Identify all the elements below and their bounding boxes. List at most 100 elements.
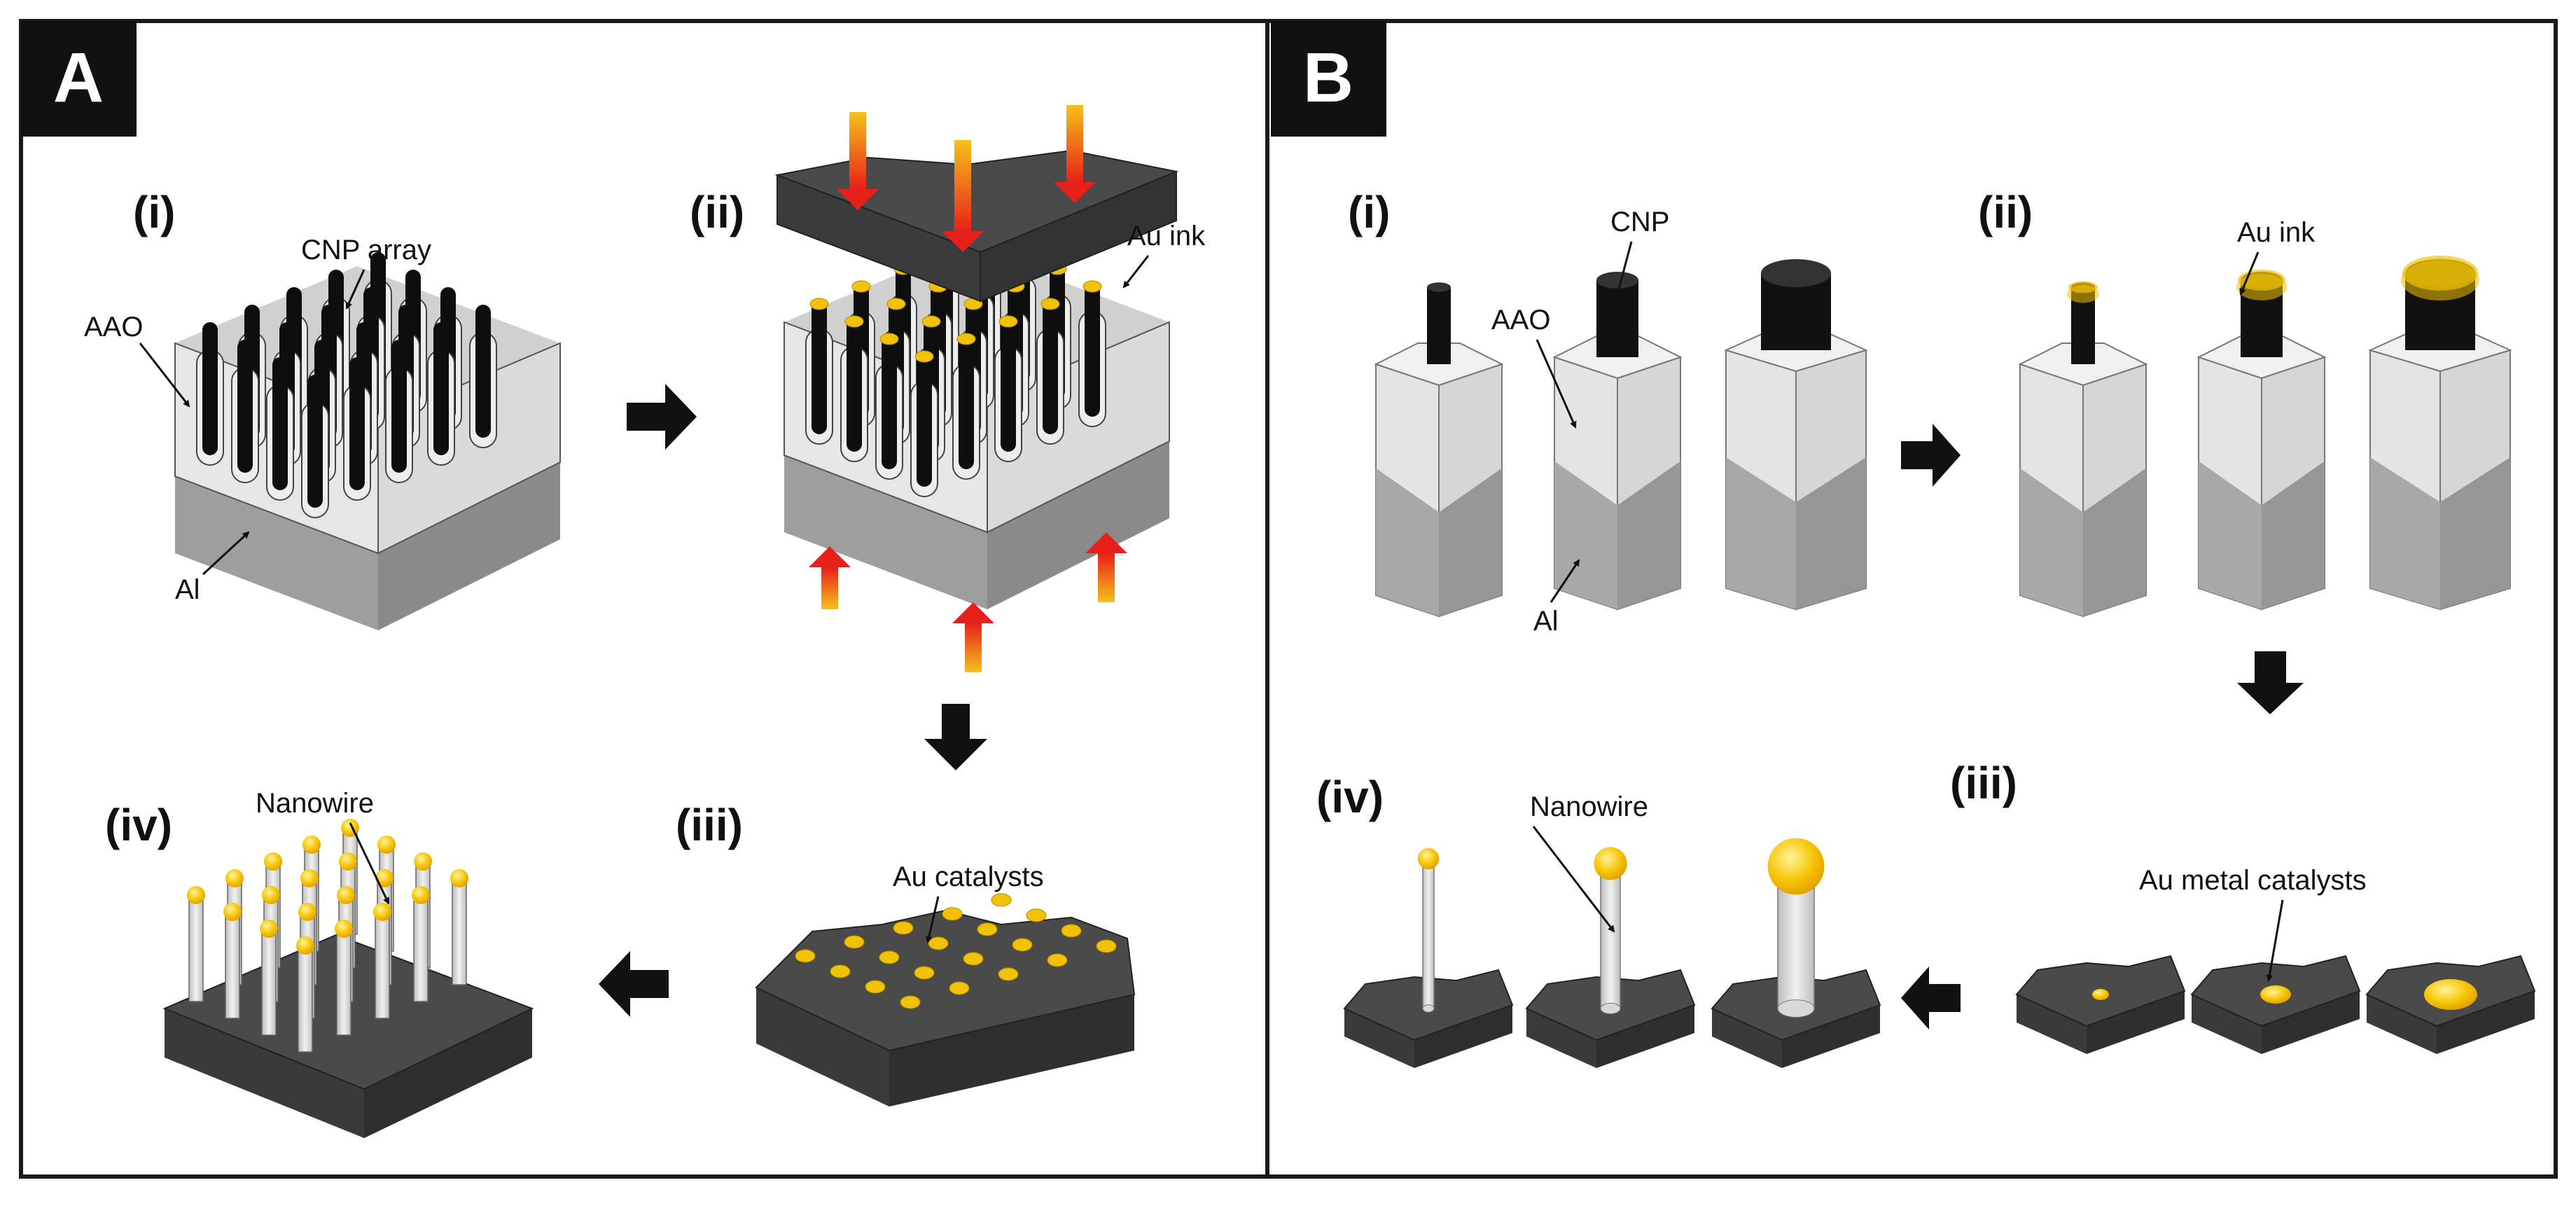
b-pore-columns bbox=[1374, 256, 2512, 618]
a-step-iv-label: (iv) bbox=[105, 800, 172, 850]
au-metal-catalyst bbox=[2424, 979, 2477, 1010]
heat-arrow-shaft bbox=[1066, 105, 1083, 182]
au-ink-cap bbox=[2238, 270, 2285, 291]
al-base-right bbox=[1617, 461, 1680, 609]
a-nanowire-pointer bbox=[349, 822, 390, 905]
substrate-right bbox=[1782, 1005, 1880, 1068]
al-base-left bbox=[2199, 461, 2262, 609]
heat-arrow-head bbox=[809, 546, 851, 567]
b-catalyst-and-wires bbox=[1343, 838, 2536, 1068]
a-step-ii-diagram bbox=[774, 149, 1179, 609]
panel-b-letter-box bbox=[1271, 21, 1386, 137]
heat-arrow-shaft bbox=[849, 112, 866, 189]
heat-arrow-head bbox=[1054, 182, 1096, 203]
au-catalyst-dot bbox=[1096, 939, 1117, 953]
cnp-pillar bbox=[237, 340, 253, 473]
au-catalyst-tip bbox=[375, 869, 394, 887]
substrate-right bbox=[1414, 1005, 1512, 1068]
al-base-right bbox=[2083, 468, 2146, 616]
nanowire bbox=[336, 929, 351, 1036]
au-ink-cap bbox=[2402, 256, 2478, 291]
cnp-column bbox=[1427, 287, 1451, 364]
b-nanowire-pointer bbox=[1532, 826, 1615, 933]
au-catalyst-tip bbox=[412, 886, 430, 904]
cnp-top bbox=[1427, 282, 1451, 292]
au-catalyst-tip bbox=[302, 836, 321, 854]
au-ink-tip bbox=[914, 350, 934, 363]
a-arrow-right-icon bbox=[627, 384, 697, 450]
au-metal-catalyst bbox=[2260, 985, 2291, 1004]
a-step-iii-label: (iii) bbox=[676, 800, 743, 850]
cnp-pillar bbox=[1085, 284, 1100, 417]
cnp-pillar bbox=[272, 357, 288, 490]
substrate-right bbox=[2262, 991, 2360, 1054]
al-base-right bbox=[2262, 461, 2325, 609]
a-arrow-left-icon bbox=[599, 951, 669, 1017]
au-metal-catalyst bbox=[2092, 989, 2109, 1000]
heat-arrow-head bbox=[952, 602, 994, 623]
b-step-iv-label: (iv) bbox=[1316, 772, 1384, 822]
au-catalyst-tip bbox=[187, 886, 205, 904]
substrate-left bbox=[2017, 994, 2087, 1054]
substrate-left bbox=[1344, 1009, 1414, 1068]
au-catalyst-tip bbox=[298, 903, 316, 921]
au-ink-tip bbox=[998, 315, 1018, 328]
au-ink-tip bbox=[844, 315, 864, 328]
nanowire-array bbox=[187, 819, 468, 1053]
au-catalyst-dot bbox=[900, 995, 921, 1009]
nanowire bbox=[261, 929, 277, 1036]
au-catalyst-dot bbox=[893, 921, 914, 935]
a-step-i-label: (i) bbox=[133, 187, 175, 237]
nanowire-base bbox=[1777, 999, 1815, 1018]
cnp-pillar bbox=[1001, 319, 1016, 452]
al-base-left bbox=[1726, 457, 1796, 609]
cnp-pillar bbox=[917, 354, 932, 487]
cnp-pillar bbox=[433, 322, 449, 455]
panel-b-frame bbox=[1265, 19, 2558, 1179]
heat-arrows bbox=[809, 105, 1127, 672]
nanowire-base bbox=[1600, 1002, 1621, 1015]
al-base-right bbox=[1796, 457, 1866, 609]
b-cnp-label: CNP bbox=[1610, 207, 1669, 237]
nanowire bbox=[298, 946, 313, 1053]
al-base-left bbox=[1376, 468, 1439, 616]
a-step-i-diagram bbox=[174, 252, 561, 630]
a-cnp-pointer bbox=[345, 269, 365, 310]
au-catalyst-tip bbox=[339, 852, 357, 871]
au-ink-cap bbox=[2068, 281, 2098, 293]
substrate-left bbox=[1712, 1009, 1782, 1068]
au-catalyst-tip bbox=[264, 852, 282, 871]
panel-a-letter: A bbox=[53, 39, 104, 117]
panel-a: A (i) CNP array AAO Al bbox=[19, 19, 1269, 1179]
cnp-top bbox=[1596, 272, 1638, 289]
cnp-pillar bbox=[812, 301, 827, 434]
nanowire bbox=[188, 896, 204, 1002]
b-arrow-right-icon bbox=[1901, 424, 1961, 487]
a-aao-pointer bbox=[139, 342, 190, 408]
substrate-right bbox=[1596, 1005, 1694, 1068]
au-catalyst-dots bbox=[795, 893, 1117, 1009]
cnp-pillar bbox=[882, 336, 897, 469]
nanowire bbox=[1422, 861, 1435, 1009]
au-catalyst-tip bbox=[414, 852, 432, 871]
substrate-right bbox=[2437, 991, 2535, 1054]
substrate-left bbox=[2192, 994, 2262, 1054]
nanowire bbox=[452, 879, 467, 985]
au-catalyst-tip bbox=[296, 936, 314, 955]
b-al-label: Al bbox=[1533, 606, 1559, 637]
au-catalyst-dot bbox=[963, 952, 984, 966]
au-ink-tip bbox=[956, 333, 976, 345]
a-au-catalysts-label: Au catalysts bbox=[893, 861, 1044, 892]
au-catalyst-dot bbox=[1061, 924, 1082, 938]
au-catalyst-dot bbox=[844, 935, 865, 949]
au-ink-tip bbox=[851, 280, 871, 293]
al-base-right bbox=[1439, 468, 1502, 616]
heat-arrow-head bbox=[1085, 532, 1127, 553]
cnp-top bbox=[1761, 259, 1831, 287]
au-catalyst-dot bbox=[1026, 908, 1047, 922]
au-catalyst-dot bbox=[998, 967, 1019, 981]
au-ink-tip bbox=[1082, 280, 1102, 293]
cnp-pillar bbox=[349, 357, 365, 490]
au-catalyst-dot bbox=[795, 949, 816, 963]
au-catalyst-dot bbox=[1012, 938, 1033, 952]
